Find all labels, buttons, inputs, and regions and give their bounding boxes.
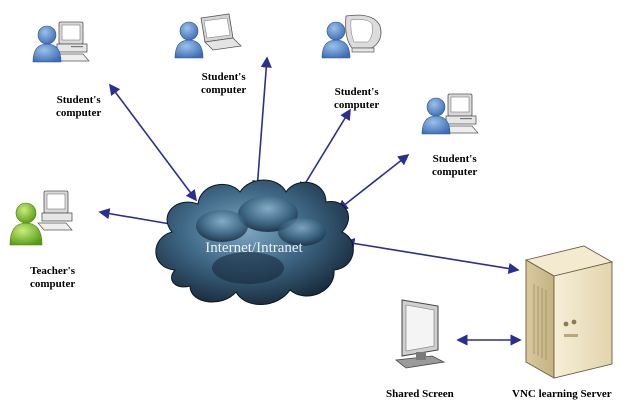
- teacher-computer-icon: [9, 190, 73, 246]
- student-4-line2: computer: [432, 166, 478, 178]
- shared-screen-text: Shared Screen: [386, 388, 454, 400]
- student-2-line2: computer: [201, 84, 247, 96]
- arrow-student-4: [336, 153, 410, 212]
- shared-screen-icon: [394, 299, 446, 369]
- server-tower-icon: [524, 245, 614, 379]
- arrow-student-1: [108, 83, 198, 202]
- teacher-line2: computer: [30, 278, 76, 290]
- student-3-line1: Student's: [334, 86, 379, 98]
- shared-screen-label: Shared Screen: [386, 388, 454, 401]
- student-computer-2-label: Student's computer: [201, 71, 246, 97]
- student-computer-2-icon: [174, 13, 242, 59]
- arrow-server: [343, 237, 520, 275]
- teacher-computer-label: Teacher's computer: [30, 265, 75, 291]
- arrow-student-2: [252, 56, 272, 192]
- server-label: VNC learning Server: [512, 388, 612, 401]
- student-computer-4-label: Student's computer: [432, 153, 477, 179]
- student-1-line1: Student's: [56, 94, 101, 106]
- student-computer-3-label: Student's computer: [334, 86, 379, 112]
- student-1-line2: computer: [56, 107, 102, 119]
- arrow-student-3: [299, 108, 351, 194]
- student-4-line1: Student's: [432, 153, 477, 165]
- server-text: VNC learning Server: [512, 388, 612, 400]
- connection-arrows: [98, 56, 522, 346]
- student-computer-1-icon: [32, 21, 90, 63]
- internet-cloud: Internet/Intranet: [155, 179, 354, 305]
- cloud-label: Internet/Intranet: [205, 240, 303, 256]
- student-3-line2: computer: [334, 99, 380, 111]
- student-computer-1-label: Student's computer: [56, 94, 101, 120]
- student-2-line1: Student's: [201, 71, 246, 83]
- student-computer-4-icon: [421, 93, 479, 135]
- student-computer-3-icon: [321, 14, 382, 59]
- teacher-line1: Teacher's: [30, 265, 76, 277]
